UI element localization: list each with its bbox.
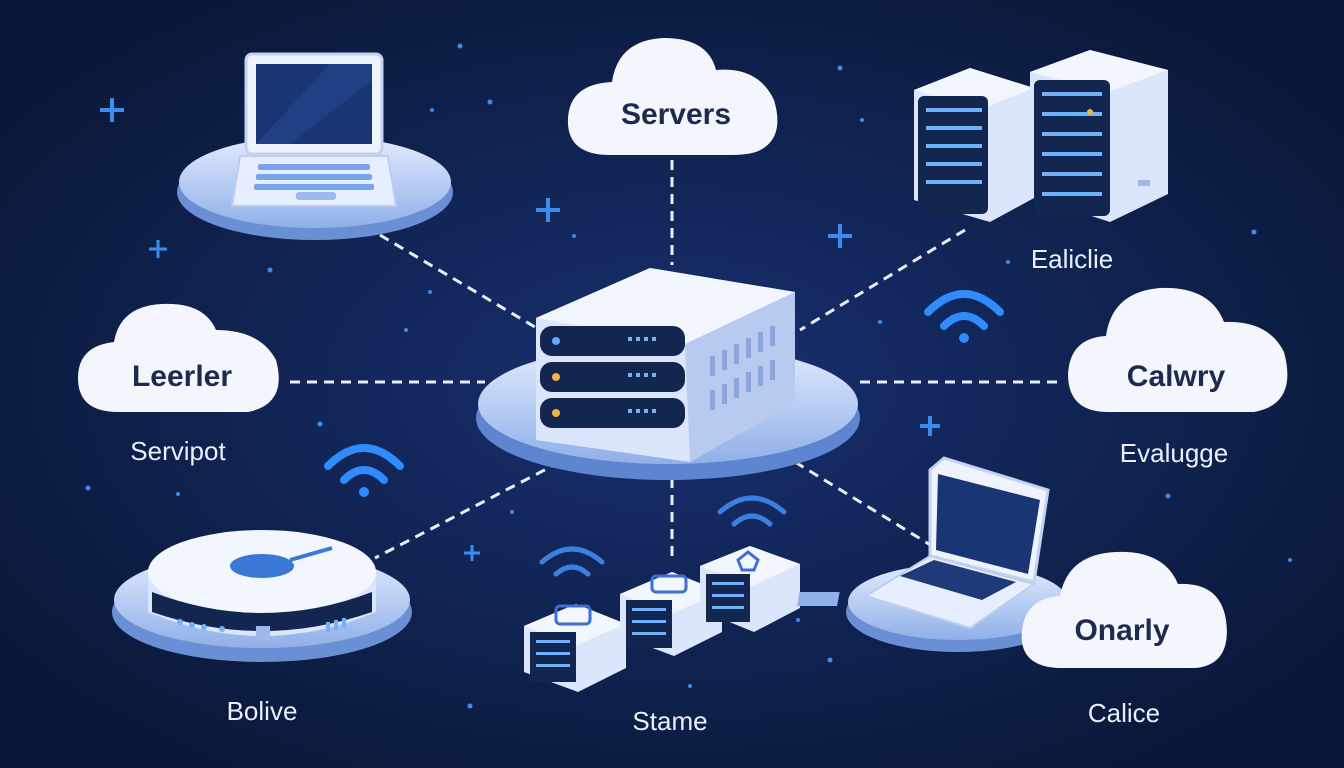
connection-lines bbox=[290, 160, 1060, 562]
sparkle-icon bbox=[536, 198, 560, 222]
server-drive-2 bbox=[540, 362, 685, 392]
label-bottom-center: Stame bbox=[632, 706, 708, 736]
cloud-servers: Servers bbox=[567, 38, 778, 155]
connector-laptop bbox=[379, 233, 541, 332]
wifi-icon bbox=[924, 290, 1004, 343]
connector-rack bbox=[799, 228, 966, 332]
label-top-right: Ealiclie bbox=[1030, 244, 1114, 274]
server-cubes-icon bbox=[524, 546, 800, 692]
server-side bbox=[685, 292, 795, 462]
wifi-icon bbox=[539, 546, 605, 577]
sparkle-icon bbox=[828, 224, 852, 248]
central-server bbox=[476, 268, 860, 480]
sparkle-icon bbox=[920, 416, 940, 436]
laptop-icon bbox=[797, 456, 1070, 652]
label-bottom-right: Calice bbox=[1087, 698, 1161, 728]
label-bottom-left: Bolive bbox=[226, 696, 298, 726]
router-icon bbox=[112, 530, 412, 662]
server-top bbox=[536, 268, 795, 344]
connector-laptop-right bbox=[794, 460, 956, 562]
label-right: Evalugge bbox=[1119, 438, 1229, 468]
server-rack-icon bbox=[914, 50, 1168, 222]
sparkle-icon bbox=[464, 545, 480, 561]
cloud-left-text: Leerler bbox=[132, 360, 232, 393]
sparkles bbox=[85, 43, 1292, 709]
laptop-icon bbox=[177, 52, 453, 240]
sparkle-icon bbox=[149, 240, 167, 258]
wifi-icon bbox=[324, 444, 404, 497]
server-drive-3 bbox=[540, 398, 685, 428]
cloud-bottom-right: Onarly bbox=[1021, 551, 1227, 668]
label-left: Servipot bbox=[130, 436, 226, 466]
sparkle-icon bbox=[100, 98, 124, 122]
cloud-left: Leerler bbox=[78, 303, 279, 412]
server-drive-1 bbox=[540, 326, 685, 356]
cloud-right-text: Calwry bbox=[1127, 360, 1226, 393]
cloud-servers-text: Servers bbox=[621, 98, 731, 131]
wifi-icon bbox=[717, 495, 787, 527]
connector-router bbox=[374, 460, 561, 560]
cloud-bottom-right-text: Onarly bbox=[1074, 614, 1169, 647]
cloud-right: Calwry bbox=[1068, 287, 1288, 412]
